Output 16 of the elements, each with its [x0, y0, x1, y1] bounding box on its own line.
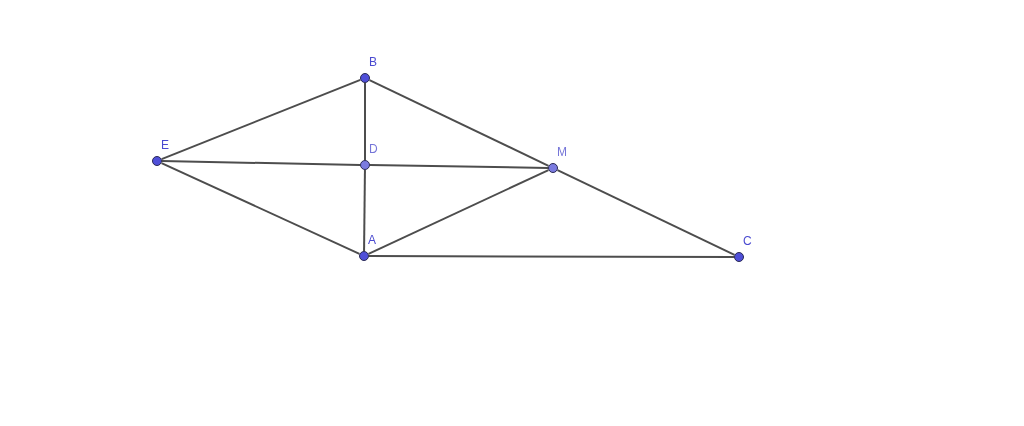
point-label: E [161, 138, 169, 152]
line-segment [556, 169, 736, 256]
line-segment [368, 255, 735, 258]
point-label: M [557, 145, 567, 159]
point-label: A [368, 233, 376, 247]
line-segment [160, 162, 361, 255]
line-segment [161, 160, 361, 166]
line-segment [364, 82, 366, 161]
line-segment [367, 169, 550, 255]
point-label: D [369, 142, 378, 156]
point-label: B [369, 55, 377, 69]
line-segment [369, 164, 549, 169]
line-segment [368, 79, 550, 167]
point-label: C [743, 234, 752, 248]
line-segment [363, 169, 366, 252]
line-segment [160, 78, 362, 161]
